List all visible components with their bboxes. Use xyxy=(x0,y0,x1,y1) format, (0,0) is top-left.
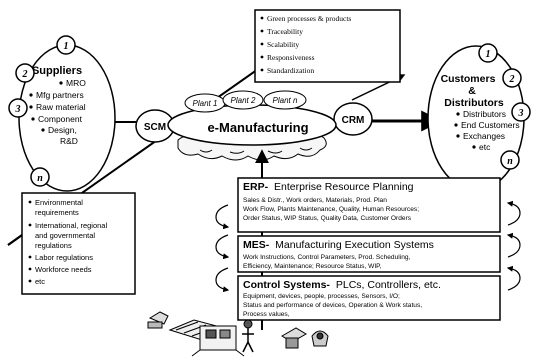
scm-label: SCM xyxy=(144,122,166,133)
control-detail: Status and performance of devices, Opera… xyxy=(243,302,422,309)
suppliers-title: Suppliers xyxy=(32,65,82,77)
customer-badge: n xyxy=(500,150,520,170)
customers-cluster: Customers & Distributors Distributors En… xyxy=(427,43,531,191)
attribute-item: Traceability xyxy=(267,27,303,36)
plant-node: Plant 2 xyxy=(222,90,264,110)
regulation-line: requirements xyxy=(35,208,79,217)
badge-label: 2 xyxy=(22,69,28,80)
customer-item: etc xyxy=(479,142,491,152)
attributes-list: Green processes & products Traceability … xyxy=(267,14,351,75)
control-acronym: Control Systems- xyxy=(243,279,330,291)
customer-item: Distributors xyxy=(463,109,506,119)
attribute-item: Standardization xyxy=(267,66,314,75)
erp-box: ERP- Enterprise Resource Planning Sales … xyxy=(237,177,501,233)
regulation-line: regulations xyxy=(35,241,72,250)
e-manufacturing-title: e-Manufacturing xyxy=(207,120,308,135)
control-detail: Equipment, devices, people, processes, S… xyxy=(243,293,400,300)
attribute-item: Scalability xyxy=(267,40,299,49)
regulation-line: Workforce needs xyxy=(35,265,92,274)
regulation-line: etc xyxy=(35,277,45,286)
regulation-line: and governmental xyxy=(35,231,95,240)
plant-label: Plant 1 xyxy=(193,99,218,108)
control-heading: Control Systems- PLCs, Controllers, etc. xyxy=(243,279,441,291)
control-detail: Process values, xyxy=(243,311,290,318)
supplier-item: Component xyxy=(38,114,83,124)
badge-label: n xyxy=(507,156,513,167)
erp-name: Enterprise Resource Planning xyxy=(274,181,414,193)
customer-badge: 1 xyxy=(478,43,498,63)
e-manufacturing-hub: e-Manufacturing Plant 1 Plant 2 Plant n xyxy=(167,90,337,146)
scm-node: SCM xyxy=(135,109,175,143)
erp-acronym: ERP- xyxy=(243,181,269,193)
right-cycle-arrows xyxy=(506,200,521,291)
control-systems-box: Control Systems- PLCs, Controllers, etc.… xyxy=(237,275,501,321)
plant-label: Plant 2 xyxy=(231,96,256,105)
erp-detail: Work Flow, Plants Maintenance, Quality, … xyxy=(243,206,419,213)
mes-heading: MES- Manufacturing Execution Systems xyxy=(243,239,434,251)
badge-label: n xyxy=(37,173,43,184)
control-name: PLCs, Controllers, etc. xyxy=(336,279,441,291)
customer-item: End Customers xyxy=(461,120,520,130)
supplier-badge: 2 xyxy=(15,63,35,83)
crm-node: CRM xyxy=(333,102,373,136)
supplier-item: Raw material xyxy=(36,102,86,112)
clamp-icon xyxy=(311,330,329,347)
supplier-badge: 3 xyxy=(8,98,28,118)
plant-node: Plant 1 xyxy=(184,93,226,113)
badge-label: 1 xyxy=(64,41,69,52)
badge-label: 3 xyxy=(15,104,21,115)
attributes-box: Green processes & products Traceability … xyxy=(254,9,401,83)
mes-detail: Work Instructions, Control Parameters, P… xyxy=(243,254,411,261)
customer-badge: 2 xyxy=(502,68,522,88)
erp-detail: Sales & Distr., Work orders, Materials, … xyxy=(243,197,387,204)
worker-figure-icon xyxy=(242,319,254,353)
customers-title: Customers xyxy=(441,73,496,85)
badge-label: 3 xyxy=(518,108,524,119)
attribute-item: Green processes & products xyxy=(267,14,351,23)
erp-heading: ERP- Enterprise Resource Planning xyxy=(243,181,414,193)
supplier-item: R&D xyxy=(60,136,78,146)
device-icon xyxy=(281,327,307,349)
supplier-item: MRO xyxy=(66,78,86,88)
suppliers-cluster: Suppliers MRO Mfg partners Raw material … xyxy=(8,35,116,192)
crm-label: CRM xyxy=(342,115,365,126)
customer-item: Exchanges xyxy=(463,131,505,141)
supplier-item: Design, xyxy=(48,125,77,135)
supplier-badge: 1 xyxy=(56,35,76,55)
badge-label: 2 xyxy=(509,74,515,85)
robot-arm-icon xyxy=(147,311,169,329)
customer-badge: 3 xyxy=(511,102,531,122)
plant-label: Plant n xyxy=(273,96,298,105)
attribute-item: Responsiveness xyxy=(267,53,315,62)
customers-title-2: Distributors xyxy=(444,97,504,109)
plant-node: Plant n xyxy=(263,90,307,110)
regulation-line: Environmental xyxy=(35,198,83,207)
left-cycle-arrows xyxy=(215,204,230,293)
regulation-line: International, regional xyxy=(35,221,107,230)
supplier-badge: n xyxy=(30,167,50,187)
mes-box: MES- Manufacturing Execution Systems Wor… xyxy=(237,235,501,273)
erp-detail: Order Status, WIP Status, Quality Data, … xyxy=(243,215,412,222)
supplier-item: Mfg partners xyxy=(36,90,84,100)
regulations-box: Environmental requirements International… xyxy=(21,192,136,295)
equipment-illustration xyxy=(147,311,329,357)
mes-detail: Efficiency, Maintenance; Resource Status… xyxy=(243,263,382,270)
machine-icon xyxy=(191,325,245,357)
mes-acronym: MES- xyxy=(243,239,270,251)
badge-label: 1 xyxy=(486,49,491,60)
mes-name: Manufacturing Execution Systems xyxy=(275,239,434,251)
customers-title-amp: & xyxy=(468,85,476,97)
regulation-line: Labor regulations xyxy=(35,253,93,262)
